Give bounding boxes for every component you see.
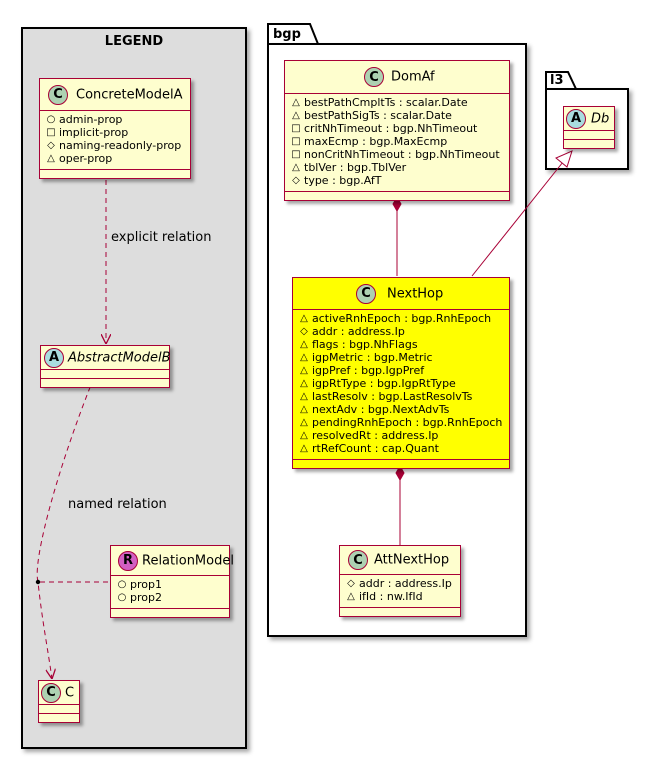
class-name: AbstractModelB: [68, 350, 171, 365]
private-visibility-icon: □: [291, 136, 301, 147]
class-relationmodel[interactable]: R RelationModel ○ prop1 ○ prop2: [110, 545, 234, 618]
package-visibility-icon: △: [300, 391, 308, 402]
package-visibility-icon: △: [47, 153, 55, 164]
attribute-row: ○ prop2: [117, 591, 162, 604]
legend-title: LEGEND: [104, 34, 164, 49]
class-nexthop[interactable]: C NextHop △activeRnhEpoch : bgp.RnhEpoch…: [292, 277, 510, 469]
attribute-row: ◇type : bgp.AfT: [292, 174, 382, 187]
private-visibility-icon: □: [46, 127, 56, 138]
class-circle-icon: C: [348, 550, 368, 570]
edge-nexthop-attnexthop: [395, 464, 405, 546]
class-name: RelationModel: [142, 553, 234, 568]
attribute-row: △nextAdv : bgp.NextAdvTs: [300, 403, 450, 416]
package-visibility-icon: △: [300, 365, 308, 376]
attribute-row: ○ prop1: [117, 578, 162, 591]
attribute-row: ○ admin-prop: [46, 113, 123, 126]
attribute-row: △ifId : nw.IfId: [347, 590, 423, 603]
protected-visibility-icon: ◇: [292, 175, 300, 186]
relation-circle-icon: R: [118, 550, 138, 571]
package-visibility-icon: △: [292, 110, 300, 121]
edge-relation-model-link: [35, 579, 110, 585]
class-db[interactable]: A Db: [563, 106, 615, 149]
class-concretemodela[interactable]: C ConcreteModelA ○ admin-prop □ implicit…: [39, 78, 191, 179]
package-visibility-icon: △: [300, 443, 308, 454]
abstract-circle-icon: A: [566, 108, 586, 129]
attribute-row: △igpMetric : bgp.Metric: [300, 351, 433, 364]
attribute-row: △activeRnhEpoch : bgp.RnhEpoch: [300, 312, 492, 325]
l3-package-label: l3: [550, 73, 564, 88]
attribute-row: △igpRtType : bgp.IgpRtType: [300, 377, 456, 390]
attribute-row: △resolvedRt : address.Ip: [300, 429, 439, 442]
class-domaf[interactable]: C DomAf △bestPathCmpltTs : scalar.Date △…: [284, 60, 510, 201]
attribute-row: △igpPref : bgp.IgpPref: [300, 364, 425, 377]
class-name: Db: [591, 111, 610, 126]
named-relation-label: named relation: [68, 497, 167, 512]
attribute-row: ◇ naming-readonly-prop: [47, 139, 182, 152]
abstract-circle-icon: A: [44, 347, 64, 368]
package-visibility-icon: △: [300, 378, 308, 389]
attribute-row: □ implicit-prop: [46, 126, 129, 139]
private-visibility-icon: □: [291, 149, 301, 160]
attribute-row: △rtRefCount : cap.Quant: [300, 442, 439, 455]
public-visibility-icon: ○: [117, 579, 127, 590]
attribute-row: △ oper-prop: [47, 152, 113, 165]
package-visibility-icon: △: [300, 352, 308, 363]
attribute-row: ◇addr : address.Ip: [347, 577, 452, 590]
protected-visibility-icon: ◇: [347, 578, 355, 589]
package-visibility-icon: △: [292, 162, 300, 173]
explicit-relation-label: explicit relation: [111, 230, 212, 245]
attribute-row: △tblVer : bgp.TblVer: [292, 161, 407, 174]
class-c[interactable]: C C: [38, 680, 80, 723]
package-visibility-icon: △: [300, 417, 308, 428]
class-circle-icon: C: [364, 67, 384, 87]
class-circle-icon: C: [356, 283, 376, 304]
package-visibility-icon: △: [300, 404, 308, 415]
attribute-row: △bestPathCmpltTs : scalar.Date: [292, 96, 468, 109]
attribute-row: △bestPathSigTs : scalar.Date: [292, 109, 452, 122]
public-visibility-icon: ○: [117, 592, 127, 603]
class-name: NextHop: [387, 286, 444, 301]
attribute-row: △pendingRnhEpoch : bgp.RnhEpoch: [300, 416, 503, 429]
attribute-row: △lastResolv : bgp.LastResolvTs: [300, 390, 473, 403]
class-abstractmodelb[interactable]: A AbstractModelB: [40, 345, 171, 388]
edge-named-relation: [36, 369, 98, 679]
class-name: DomAf: [391, 69, 435, 85]
protected-visibility-icon: ◇: [47, 140, 55, 151]
class-attnexthop[interactable]: C AttNextHop ◇addr : address.Ip △ifId : …: [339, 545, 461, 617]
protected-visibility-icon: ◇: [300, 326, 308, 337]
package-visibility-icon: △: [300, 339, 308, 350]
private-visibility-icon: □: [291, 123, 301, 134]
package-visibility-icon: △: [300, 313, 308, 324]
class-name: AttNextHop: [374, 552, 450, 568]
class-circle-icon: C: [48, 84, 68, 105]
attribute-row: □nonCritNhTimeout : bgp.NhTimeout: [291, 148, 500, 161]
edge-nexthop-db: [471, 150, 573, 277]
package-visibility-icon: △: [292, 97, 300, 108]
class-circle-icon: C: [41, 682, 61, 703]
attribute-row: □critNhTimeout : bgp.NhTimeout: [291, 122, 478, 135]
attribute-row: □maxEcmp : bgp.MaxEcmp: [291, 135, 448, 148]
bgp-package-label: bgp: [273, 27, 301, 42]
public-visibility-icon: ○: [46, 114, 56, 125]
attribute-row: △flags : bgp.NhFlags: [300, 338, 418, 351]
package-visibility-icon: △: [300, 430, 308, 441]
package-visibility-icon: △: [347, 591, 355, 602]
class-name: ConcreteModelA: [76, 87, 183, 102]
class-name: C: [65, 685, 75, 700]
attribute-row: ◇addr : address.Ip: [300, 325, 405, 338]
